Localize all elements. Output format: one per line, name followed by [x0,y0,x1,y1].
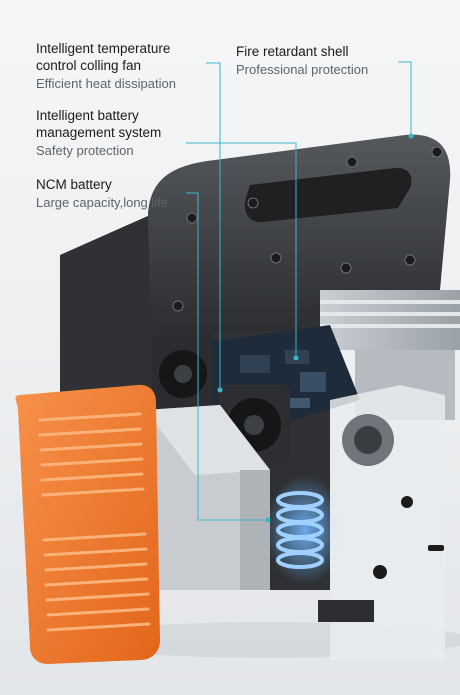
callout-ncm-battery: NCM battery Large capacity,long life [36,177,236,211]
orange-filter-panel [15,384,160,664]
callout-bms-title-1: Intelligent battery [36,108,139,123]
callout-cooling-fan-title-1: Intelligent temperature [36,41,171,56]
callout-cooling-fan-title-2: control colling fan [36,57,142,73]
callout-bms: Intelligent battery management system Sa… [36,108,236,159]
callout-shell-subtitle: Professional protection [236,61,369,77]
callout-cooling-fan-subtitle: Efficient heat dissipation [36,75,176,91]
leader-lines [186,61,412,521]
leader-line-bms [186,142,297,358]
callout-shell-title: Fire retardant shell [236,44,349,59]
leader-line-ncm [186,192,268,521]
callout-ncm-title: NCM battery [36,177,112,192]
cooling-fan-left [152,335,214,413]
callout-ncm-subtitle: Large capacity,long life [36,194,169,210]
shell-screws [172,146,443,312]
callout-bms-subtitle: Safety protection [36,142,134,158]
glowing-coils [265,475,345,585]
front-panel [318,385,445,660]
leader-line-fan [206,62,221,390]
handle-slot [244,167,412,223]
callout-shell: Fire retardant shell Professional protec… [236,44,456,78]
leader-line-shell [398,61,412,136]
callout-cooling-fan: Intelligent temperature control colling … [36,41,236,92]
leader-dots [217,133,414,523]
callout-bms-title-2: management system [36,124,162,140]
